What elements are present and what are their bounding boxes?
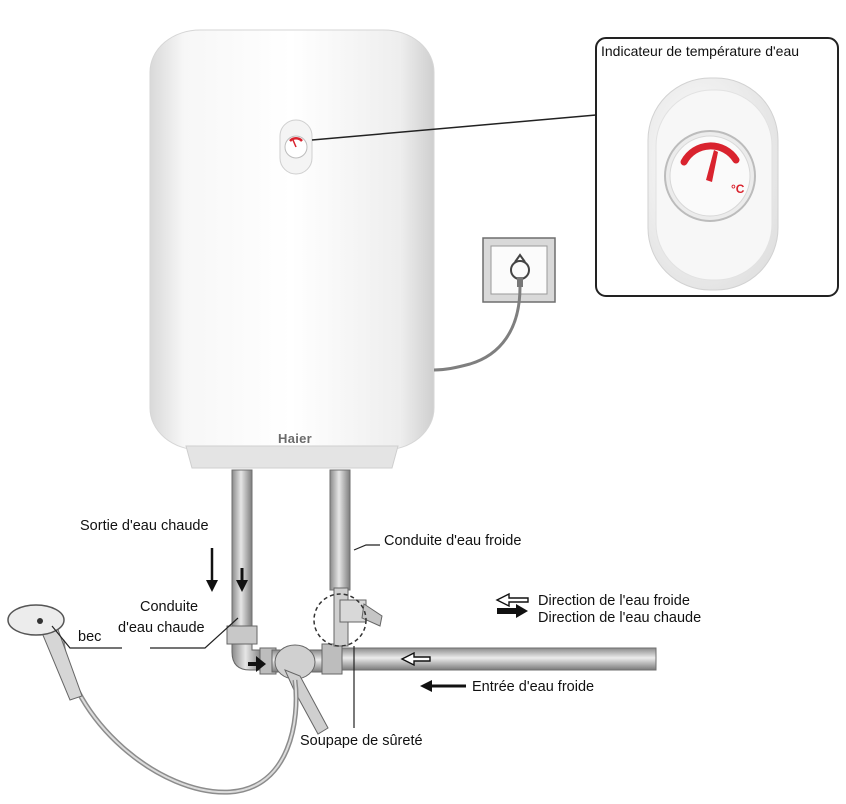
hot-water-pipe <box>232 470 252 632</box>
label-hot-pipe-line1: Conduite <box>140 599 198 615</box>
cold-inlet-pipe <box>338 648 656 670</box>
label-hot-pipe-line2: d'eau chaude <box>118 620 205 636</box>
tank-temperature-indicator <box>280 120 312 174</box>
cold-water-pipe <box>330 470 350 590</box>
shower-handle <box>40 624 82 700</box>
brand-logo: Haier <box>278 431 312 446</box>
hot-pipe-fitting <box>227 626 257 644</box>
temperature-unit: °C <box>731 182 745 196</box>
water-heater-tank: Haier <box>150 30 434 468</box>
hot-flow-arrow-outside <box>206 548 218 592</box>
legend-hot-arrow <box>497 604 528 618</box>
label-spout: bec <box>78 629 101 645</box>
label-cold-inlet: Entrée d'eau froide <box>472 679 594 695</box>
label-cold-pipe: Conduite d'eau froide <box>384 533 521 549</box>
cold-pipe-leader <box>354 545 380 550</box>
legend-cold-arrow <box>497 594 528 606</box>
safety-valve <box>314 588 382 646</box>
temperature-indicator-inset: Indicateur de température d'eau °C <box>596 38 838 296</box>
legend-hot-direction: Direction de l'eau chaude <box>538 610 701 626</box>
label-safety-valve: Soupape de sûreté <box>300 733 423 749</box>
legend-cold-direction: Direction de l'eau froide <box>538 593 690 609</box>
inset-title: Indicateur de température d'eau <box>601 43 799 59</box>
label-hot-outlet: Sortie d'eau chaude <box>80 518 209 534</box>
cold-inlet-arrow <box>420 680 466 692</box>
